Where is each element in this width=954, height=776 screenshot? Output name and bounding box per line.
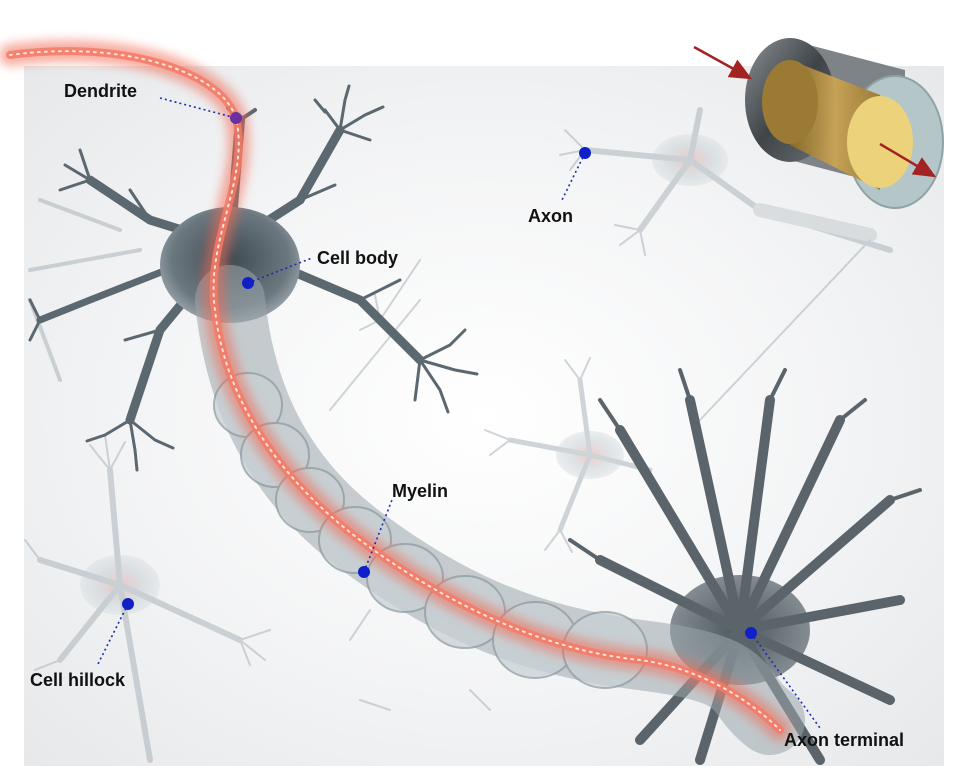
background-neurons <box>24 107 893 763</box>
label-cell-body: Cell body <box>317 248 399 268</box>
cell-body-marker <box>242 277 254 289</box>
label-myelin: Myelin <box>392 481 449 501</box>
label-axon-terminal: Axon terminal <box>784 730 905 750</box>
axon-terminal-marker <box>745 627 757 639</box>
dendrite-marker <box>230 112 242 124</box>
cell-hillock-marker <box>122 598 134 610</box>
axon-marker <box>579 147 591 159</box>
leader-lines <box>97 97 821 729</box>
label-axon: Axon <box>528 206 573 226</box>
label-dendrite: Dendrite <box>64 81 138 101</box>
label-cell-hillock: Cell hillock <box>30 670 126 690</box>
myelin-marker <box>358 566 370 578</box>
myelinated-axon <box>195 265 805 755</box>
markers <box>122 112 757 639</box>
signal-path <box>0 40 791 741</box>
coaxial-cable-cross-section-icon <box>693 38 944 209</box>
